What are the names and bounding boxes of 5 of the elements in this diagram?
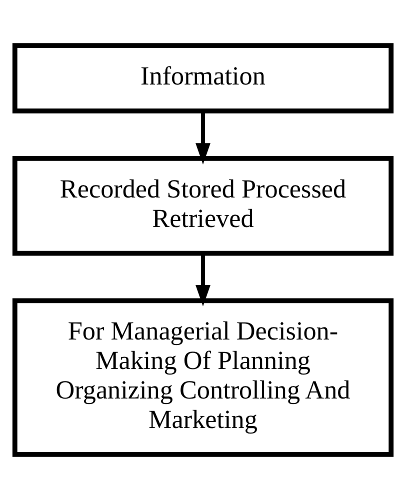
node-box: Information — [12, 43, 394, 114]
arrow — [196, 111, 210, 164]
node-box: For Managerial Decision-Making Of Planning Organizing Controlling And Marketing — [12, 298, 394, 457]
arrow — [196, 254, 210, 306]
node-box: Recorded Stored Processed Retrieved — [12, 156, 394, 256]
